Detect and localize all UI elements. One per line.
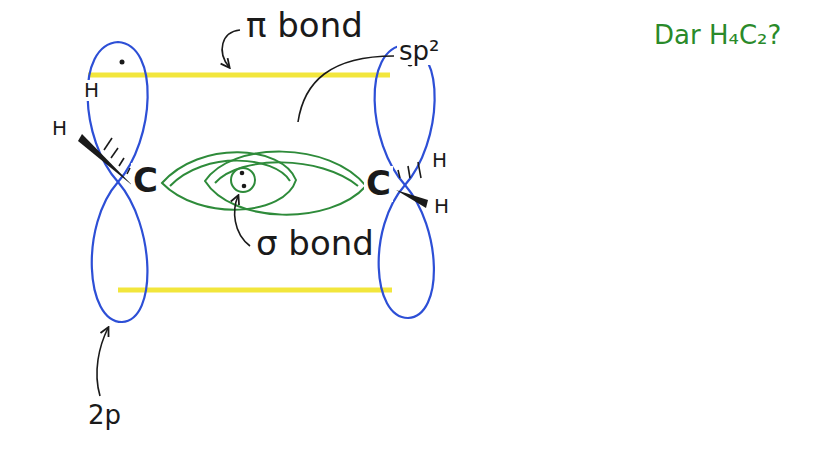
bond-label: π bond [244, 8, 365, 44]
hybrid-label: sp² [397, 38, 441, 65]
atom-label: C [131, 163, 160, 199]
pi-overlap-line [88, 73, 390, 78]
atom-label: H [50, 118, 69, 139]
wedge-bond [78, 134, 428, 208]
electron-dot [120, 60, 413, 67]
sp2-lobe [162, 152, 366, 215]
title-question: Dar H₄C₂? [652, 22, 783, 49]
atom-label: H [82, 80, 101, 101]
electron-dot [240, 171, 247, 189]
pi-overlap-line [118, 288, 392, 293]
atom-label: H [432, 196, 451, 217]
leader-line [97, 30, 394, 396]
bond-label: σ bond [254, 226, 376, 262]
orbital-label: 2p [86, 402, 123, 429]
atom-label: H [430, 150, 449, 171]
atom-label: C [364, 166, 393, 202]
